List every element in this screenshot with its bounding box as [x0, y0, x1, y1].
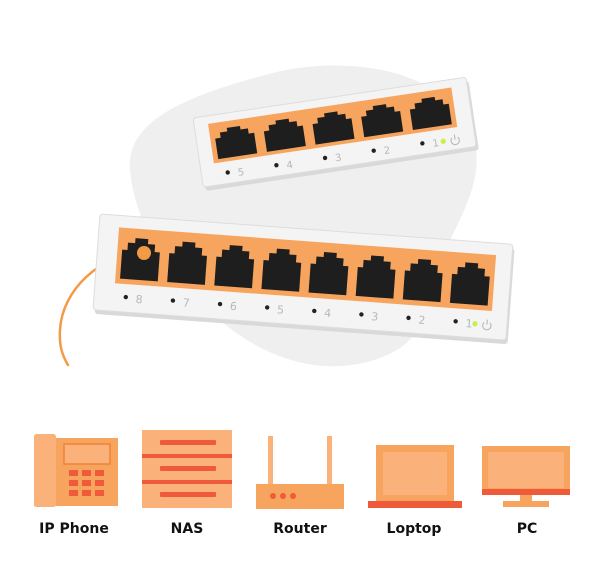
switch-5-port-number: 2: [383, 145, 391, 157]
switch-8-port-number: 5: [277, 303, 285, 316]
switch-5-port-number: 3: [334, 153, 342, 165]
switch-5-port-4: [263, 118, 306, 152]
switch-5-port-number: 1: [432, 138, 440, 150]
switch-8-port-6: [214, 245, 255, 289]
device-label-pc: PC: [516, 521, 538, 537]
switch-8-port-led: [217, 301, 223, 307]
switch-8-port-4: [308, 252, 349, 296]
laptop-icon: [368, 445, 462, 508]
switch-5-port-1: [409, 96, 452, 131]
switch-8-port-number: 1: [465, 317, 473, 330]
switch-5-port-led: [420, 141, 425, 146]
switch-5-port-3: [312, 111, 355, 145]
switch-8-port-number: 6: [229, 300, 237, 313]
switch-8-port-2: [402, 258, 443, 303]
switch-8-port-led: [312, 308, 317, 314]
switch-8-port-number: 7: [182, 296, 190, 309]
power-led: [440, 138, 446, 144]
switch-8-port-number: 3: [371, 310, 379, 323]
nas-icon: [142, 430, 232, 508]
switch-8-port-3: [355, 255, 396, 299]
power-icon: [450, 134, 460, 146]
device-label-ip-phone: IP Phone: [39, 521, 109, 537]
switch-5-port-5: [215, 125, 258, 160]
switch-5-port-led: [225, 170, 230, 175]
power-led: [472, 321, 478, 327]
switch-5-port-2: [361, 104, 404, 138]
device-label-laptop: Loptop: [386, 521, 442, 537]
switch-8-port: 8 7 6 5 4 3 2 1: [92, 213, 515, 344]
switch-5-port-number: 4: [286, 160, 294, 172]
switch-8-port-led: [359, 312, 364, 317]
router-icon: [256, 436, 344, 509]
switch-8-port-led: [406, 315, 411, 321]
switch-8-port-7: [167, 241, 207, 285]
switch-5-port: 5 4 3 2 1: [192, 77, 479, 191]
switch-8-port-led: [170, 298, 176, 303]
switch-5-port-led: [371, 148, 376, 153]
switch-8-port-led: [453, 319, 458, 324]
switch-5-port-led: [274, 162, 279, 168]
device-label-nas: NAS: [170, 521, 204, 537]
ip-phone-icon: [34, 434, 118, 507]
cable-plug: [137, 246, 151, 260]
switch-8-port-number: 8: [135, 293, 143, 306]
switch-5-port-led: [322, 155, 328, 161]
device-label-router: Router: [273, 521, 327, 537]
switch-8-port-led: [264, 305, 270, 310]
switch-8-port-1: [449, 262, 490, 306]
pc-icon: [482, 446, 570, 507]
switch-8-port-8: [120, 238, 160, 282]
switch-8-port-number: 2: [418, 314, 426, 327]
switch-8-port-led: [123, 294, 128, 300]
switch-5-port-number: 5: [237, 167, 245, 179]
switch-8-port-5: [261, 248, 302, 292]
power-icon: [482, 319, 492, 331]
switch-8-port-number: 4: [324, 307, 332, 320]
